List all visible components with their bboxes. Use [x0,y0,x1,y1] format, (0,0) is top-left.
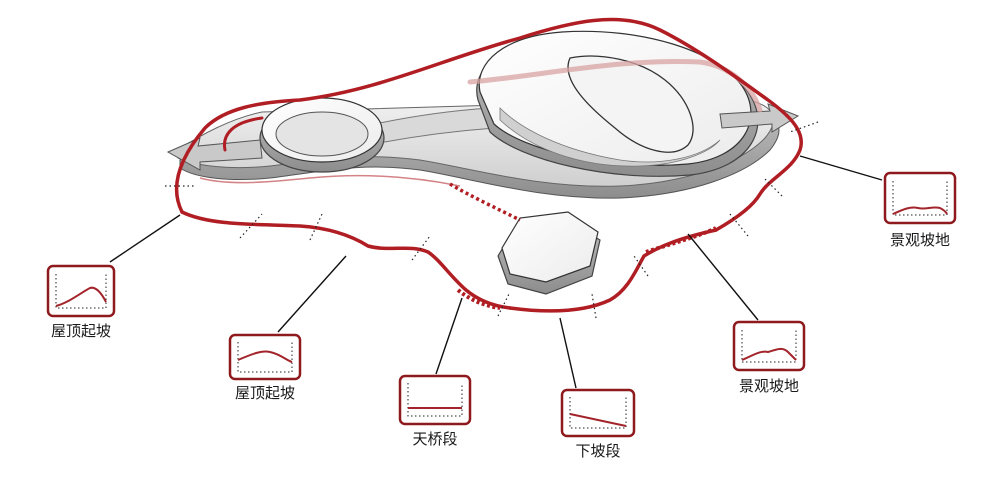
profile-curve [569,413,627,427]
callout-label: 下坡段 [575,442,620,460]
profile-box [732,320,806,372]
route-tick [411,235,431,261]
building-massing [166,30,800,295]
leader-line [109,214,181,263]
route-front-right [508,228,718,313]
leader-line [799,155,883,181]
route-inner-loop [223,116,264,152]
route-skybridge-dashed [449,182,521,222]
callout-label: 屋顶起坡 [51,322,111,340]
profile-frame [741,330,797,363]
callout-label: 景观坡地 [890,231,950,249]
profile-curve [55,286,107,307]
red-route [174,17,803,313]
profile-curve [741,347,797,361]
callout-label: 景观坡地 [739,377,799,395]
callout-roof-ramp-mid: 屋顶起坡 [228,333,302,402]
route-tick [239,213,263,239]
route-tick [497,291,511,317]
callout-downslope: 下坡段 [560,388,636,460]
leader-lines [109,155,883,389]
route-landscape-dashed [645,226,717,254]
main-volume-terrace [499,107,721,167]
callout-label: 天桥段 [412,430,457,448]
callout-roof-ramp-left: 屋顶起坡 [46,264,116,340]
route-outer-loop [174,17,803,232]
callout-landscape-slope-right: 景观坡地 [883,171,957,249]
leader-line [559,317,577,389]
callout-landscape-slope-lower: 景观坡地 [732,320,806,395]
profile-curve [237,350,293,363]
callout-skybridge: 天桥段 [398,374,472,448]
route-tick [729,213,749,237]
left-volume-court [275,111,369,157]
hex-pavilion-top [501,211,599,283]
route-tick [789,121,819,133]
profile-curve [892,206,948,215]
profile-box [228,333,302,381]
profile-frame [892,181,948,216]
profile-box [398,374,472,426]
profile-frame [55,274,107,309]
route-inner-guide [199,174,461,187]
profile-frame [407,383,463,417]
leader-line [687,233,759,321]
route-lower-dashed [456,288,501,310]
leader-line [435,297,463,375]
route-ticks [165,121,819,319]
route-tick [309,213,323,241]
right-arrow-icon [719,103,800,133]
profile-box [46,264,116,318]
callout-label: 屋顶起坡 [235,384,295,402]
profile-frame [237,342,293,373]
profile-box [560,388,636,438]
leader-line [277,255,347,333]
route-front-left [180,210,512,310]
